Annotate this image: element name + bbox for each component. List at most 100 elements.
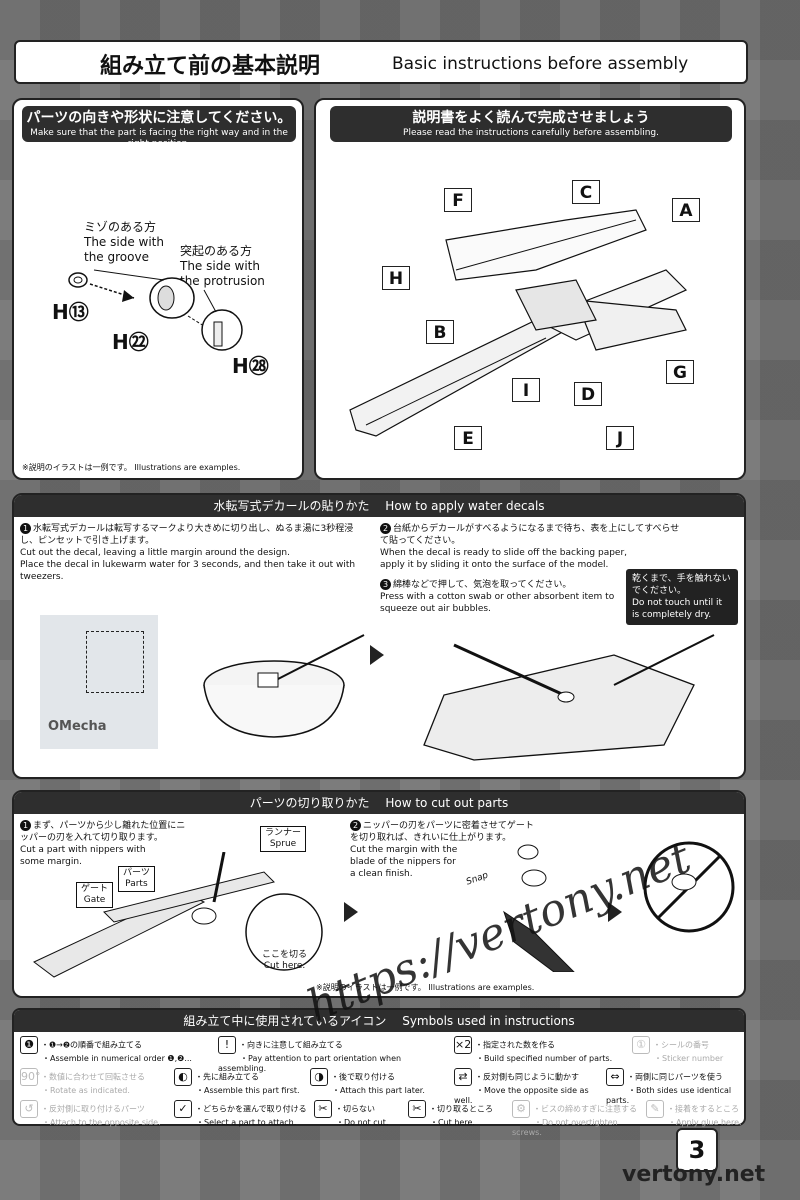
symbol-no-cut-en: ・Do not cut.	[336, 1118, 389, 1127]
cut-footnote: ※説明のイラストは一例です。 Illustrations are example…	[316, 983, 535, 992]
decal-step-2-en-1: When the decal is ready to slide off the…	[380, 548, 628, 558]
symbol-item-later: ◑・後で取り付ける・Attach this part later.	[310, 1068, 446, 1096]
symbol-item-first: ◐・先に組み立てる・Assemble this part first.	[174, 1068, 304, 1096]
part-callout-h: H	[382, 266, 410, 290]
symbols-title: 組み立て中に使用されているアイコン Symbols used in instru…	[14, 1010, 744, 1032]
do-not-cut-icon: ✂	[314, 1100, 332, 1118]
cut-step-2-en-1: Cut the margin with the	[350, 845, 458, 855]
step-3-badge: 3	[380, 579, 391, 590]
assembly-header: 説明書をよく読んで完成させましょう Please read the instru…	[330, 106, 732, 142]
part-label-h28: H㉘	[232, 354, 269, 378]
decal-step-1-en-1: Cut out the decal, leaving a little marg…	[20, 548, 290, 558]
symbol-identical-jp: ・両側に同じパーツを使う	[627, 1072, 723, 1082]
cut-step-2-jp: ニッパーの刃をパーツに密着させてゲートを切り取れば、きれいに仕上がります。	[350, 821, 534, 843]
select-part-icon: ✓	[174, 1100, 192, 1118]
gate-label-jp: ゲート	[81, 884, 109, 894]
part-callout-i: I	[512, 378, 540, 402]
symbol-first-en: ・Assemble this part first.	[196, 1086, 300, 1095]
symbol-sticker-en: ・Sticker number	[654, 1054, 724, 1063]
symbols-title-jp: 組み立て中に使用されているアイコン	[183, 1014, 387, 1028]
page-title-jp: 組み立て前の基本説明	[100, 54, 321, 79]
screw-icon: ⚙	[512, 1100, 530, 1118]
parts-label-jp: パーツ	[123, 868, 150, 878]
cut-step-1-en-2: some margin.	[20, 857, 82, 867]
cut-step-2-en-3: a clean finish.	[350, 869, 413, 879]
symbol-screw-jp: ・ビスの締めすぎに注意する	[533, 1104, 637, 1114]
groove-jp: ミゾのある方	[84, 220, 157, 234]
orientation-header-en: Make sure that the part is facing the ri…	[30, 128, 288, 149]
groove-en-2: the groove	[84, 250, 149, 264]
symbol-rotate-jp: ・数値に合わせて回転させる	[41, 1072, 145, 1082]
part-callout-d: D	[574, 382, 602, 406]
symbol-select-en: ・Select a part to attach.	[196, 1118, 297, 1127]
symbol-orientation-en: ・Pay attention to part orientation when …	[218, 1054, 402, 1073]
assembly-order-icon: ❶	[20, 1036, 38, 1054]
cut-step-1-badge: 1	[20, 820, 31, 831]
symbol-sticker-jp: ・シールの番号	[653, 1040, 709, 1050]
cut-here-en: Cut here.	[263, 961, 306, 971]
symbol-opposite-side-jp: ・反対側に取り付けるパーツ	[41, 1104, 145, 1114]
assembly-overview-panel: 説明書をよく読んで完成させましょう Please read the instru…	[314, 98, 746, 480]
assemble-first-icon: ◐	[174, 1068, 192, 1086]
protrusion-en-1: The side with	[180, 259, 260, 273]
symbol-no-cut-jp: ・切らない	[335, 1104, 375, 1114]
peg-joint-illustration	[68, 269, 243, 351]
part-label-h13: H⑬	[52, 300, 89, 324]
part-callout-j: J	[606, 426, 634, 450]
parts-label: パーツ Parts	[118, 866, 155, 892]
symbol-order-jp: ・❶→❷の順番で組み立てる	[41, 1040, 143, 1050]
water-decal-title-en: How to apply water decals	[385, 499, 545, 513]
symbol-item-rotate: 90°・数値に合わせて回転させる・Rotate as indicated.	[20, 1068, 170, 1096]
sprue-illustration	[33, 852, 323, 978]
assembly-header-jp: 説明書をよく読んで完成させましょう	[412, 110, 650, 126]
orientation-header: パーツの向きや形状に注意してください。 Make sure that the p…	[22, 106, 296, 149]
identical-parts-icon: ⇔	[606, 1068, 624, 1086]
cut-step-1-jp: まず、パーツから少し離れた位置にニッパーの刃を入れて切り取ります。	[20, 821, 186, 843]
step-1-badge: 1	[20, 523, 31, 534]
gate-label-en: Gate	[83, 895, 106, 905]
symbol-identical-en: ・Both sides use identical parts.	[606, 1086, 732, 1105]
page-number: 3	[676, 1128, 718, 1172]
nippers-illustration	[503, 844, 575, 972]
cut-parts-title-jp: パーツの切り取りかた	[249, 796, 370, 810]
symbol-item-sticker: ①・シールの番号・Sticker number	[632, 1036, 744, 1064]
orientation-header-jp: パーツの向きや形状に注意してください。	[26, 110, 292, 126]
symbol-count-en: ・Build specified number of parts.	[476, 1054, 613, 1063]
symbol-select-jp: ・どちらかを選んで取り付ける	[195, 1104, 307, 1114]
symbol-order-en: ・Assemble in numerical order ❶,❷...	[42, 1054, 192, 1063]
decal-step-1-en-2: Place the decal in lukewarm water for 3 …	[20, 560, 356, 582]
runner-label-jp: ランナー	[265, 828, 302, 838]
cut-step-arrow-1	[344, 902, 358, 922]
opposite-side-icon: ↺	[20, 1100, 38, 1118]
decal-step-3-en-1: Press with a cotton swab or other absorb…	[380, 592, 615, 602]
symbol-opposite-jp: ・反対側も同じように動かす	[475, 1072, 579, 1082]
water-decal-title-jp: 水転写式デカールの貼りかた	[213, 499, 370, 513]
decal-brand-text: OMecha	[48, 719, 107, 734]
attach-later-icon: ◑	[310, 1068, 328, 1086]
symbol-item-do-not-cut: ✂・切らない・Do not cut.	[314, 1100, 404, 1128]
cotton-swab-illustration	[423, 634, 715, 761]
move-opposite-icon: ⇄	[454, 1068, 472, 1086]
page-title-en: Basic instructions before assembly	[392, 54, 689, 74]
decal-warning-en: Do not touch until it is completely dry.	[632, 598, 722, 620]
cut-parts-title-en: How to cut out parts	[385, 796, 509, 810]
symbol-later-jp: ・後で取り付ける	[331, 1072, 395, 1082]
decal-step-2-en-2: apply it by sliding it onto the surface …	[380, 560, 609, 570]
rotate-icon: 90°	[20, 1068, 41, 1086]
cut-here-jp: ここを切る	[262, 950, 308, 960]
runner-label-en: Sprue	[269, 839, 297, 849]
symbol-glue-jp: ・接着をするところ	[667, 1104, 739, 1114]
part-callout-g: G	[666, 360, 694, 384]
step-2-badge: 2	[380, 523, 391, 534]
decal-cut-outline	[86, 631, 144, 693]
parts-label-en: Parts	[125, 879, 148, 889]
part-callout-c: C	[572, 180, 600, 204]
symbol-item-select: ✓・どちらかを選んで取り付ける・Select a part to attach.	[174, 1100, 324, 1128]
part-callout-f: F	[444, 188, 472, 212]
symbol-first-jp: ・先に組み立てる	[195, 1072, 259, 1082]
water-bowl-illustration	[203, 634, 365, 738]
